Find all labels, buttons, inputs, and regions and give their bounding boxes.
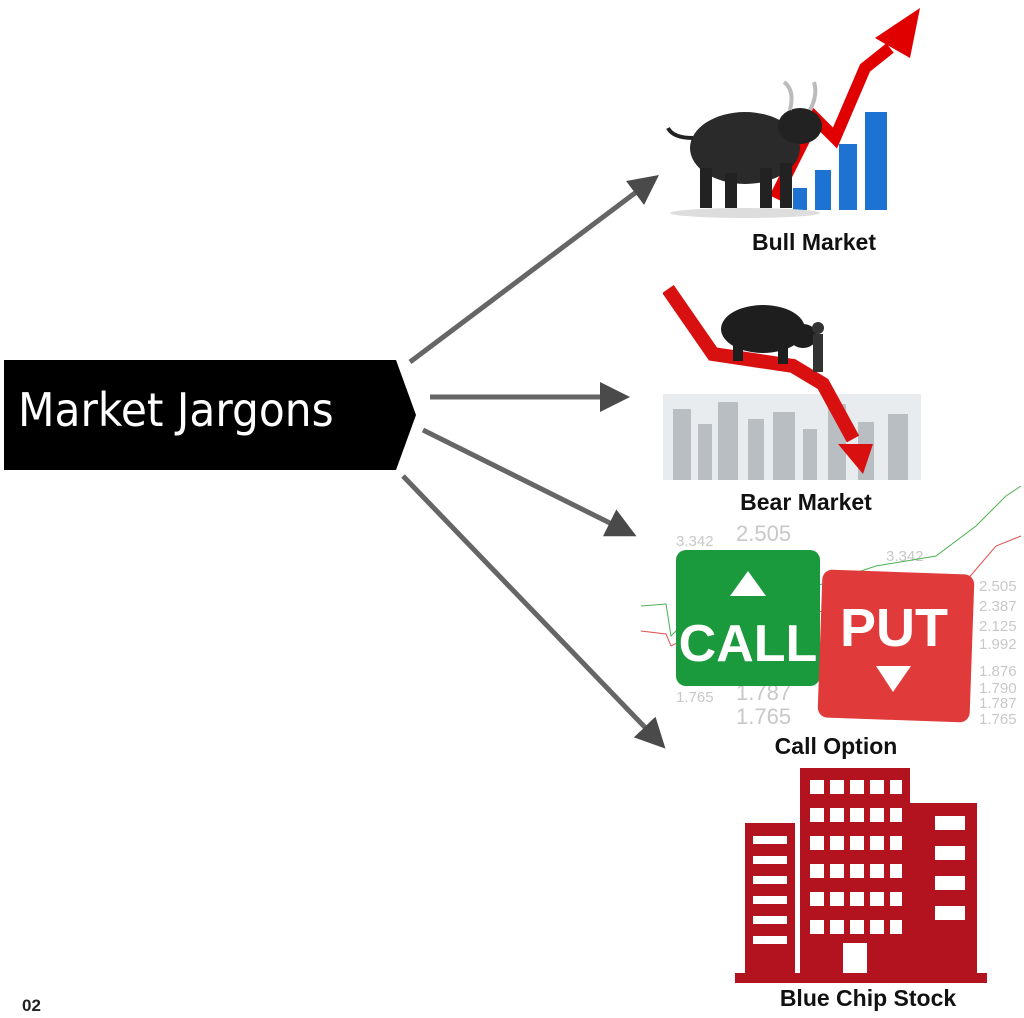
put-text: PUT <box>840 598 948 658</box>
bear-chart-icon <box>663 285 921 480</box>
svg-text:2.387: 2.387 <box>979 598 1017 615</box>
svg-text:2.505: 2.505 <box>979 578 1017 595</box>
building-icon <box>735 768 987 983</box>
label-bear-market: Bear Market <box>740 489 872 515</box>
arrow-call <box>421 427 637 537</box>
title-shape <box>4 360 416 470</box>
arrow-bull <box>408 174 659 364</box>
svg-text:3.342: 3.342 <box>886 548 924 565</box>
svg-text:3.342: 3.342 <box>676 533 714 550</box>
label-bull-market: Bull Market <box>752 229 876 255</box>
svg-text:1.765: 1.765 <box>676 689 714 706</box>
page-number: 02 <box>22 996 41 1015</box>
svg-text:1.765: 1.765 <box>736 704 791 726</box>
svg-text:1.992: 1.992 <box>979 636 1017 653</box>
diagram-title: Market Jargons <box>18 383 334 437</box>
svg-text:2.125: 2.125 <box>979 618 1017 635</box>
arrow-bluechip <box>401 474 666 749</box>
call-text: CALL <box>679 615 818 673</box>
svg-text:1.876: 1.876 <box>979 663 1017 680</box>
svg-text:1.765: 1.765 <box>979 711 1017 726</box>
svg-text:2.505: 2.505 <box>736 521 791 546</box>
svg-text:1.790: 1.790 <box>979 680 1017 697</box>
label-blue-chip-stock: Blue Chip Stock <box>779 985 957 1011</box>
svg-text:1.787: 1.787 <box>979 695 1017 712</box>
bull-chart-icon <box>666 8 920 218</box>
label-call-option: Call Option <box>774 733 898 759</box>
